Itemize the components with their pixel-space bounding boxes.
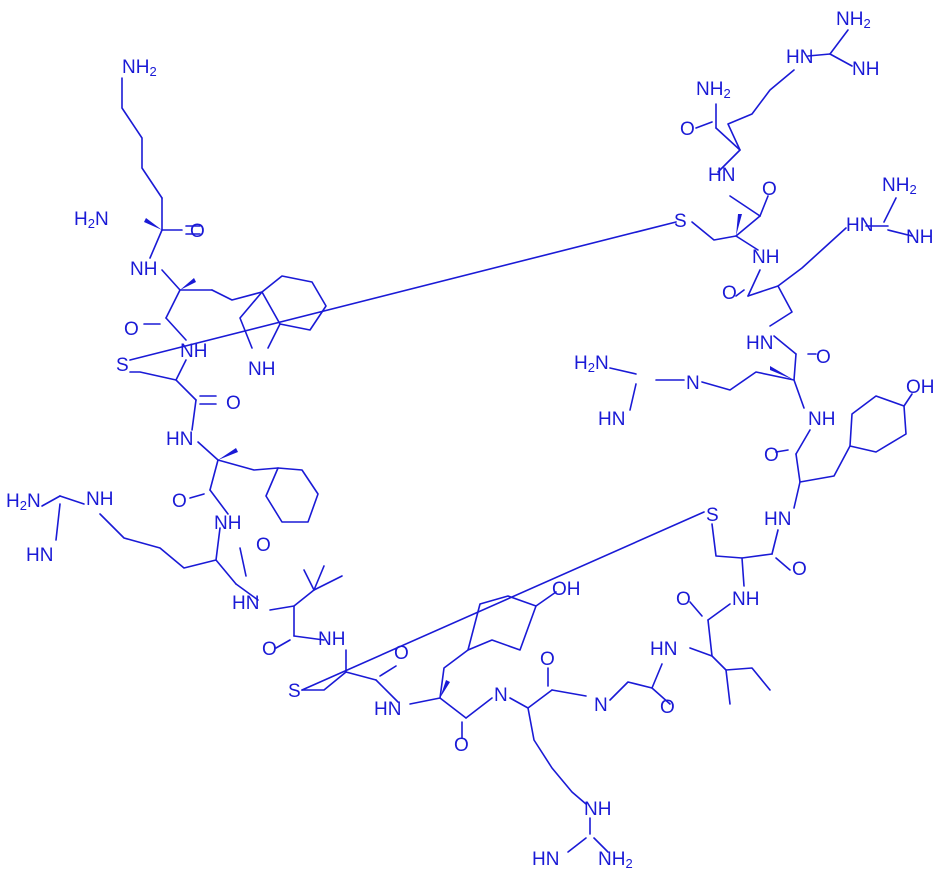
arg5-hn: HN [786,47,813,68]
carbonyl-o2: O [124,319,139,340]
atom-labels: NH2 H2N O NH O NH NH S O HN O NH H2N NH … [6,9,935,871]
carbonyl-o5: O [256,535,271,556]
amide-nh9: N [594,695,608,716]
amide-nh13: NH [808,409,835,430]
sulfur-bottom: S [288,681,301,702]
carbonyl-o11: O [676,589,691,610]
lys-nh2-top: NH2 [122,57,157,79]
amide-nh5: HN [232,593,259,614]
sulfur-mid: S [706,505,719,526]
arg1-hn: HN [26,545,53,566]
carbonyl-o6: O [262,639,277,660]
carbonyl-o3: O [226,393,241,414]
amide-nh8: N [494,685,508,706]
carbonyl-o17: O [680,119,695,140]
amide-nh6: NH [318,629,345,650]
carbonyl-o7: O [394,643,409,664]
lys-nh2-alpha: H2N [74,209,109,231]
amide-nh14: HN [746,333,773,354]
amide-nh-trp: NH [180,341,207,362]
sulfur-right: S [674,211,687,232]
arg3-h2n: H2N [574,353,609,375]
arg3-hn: HN [598,409,625,430]
arg3-nh: N [686,373,700,394]
carbonyl-o13: O [764,445,779,466]
bond-skeleton [41,29,913,853]
carbonyl-o8: O [454,735,469,756]
stereo-wedges [144,214,794,698]
amide-nh2-cterm: NH2 [696,79,731,101]
carbonyl-o1: O [190,221,205,242]
arg5-nh2: NH2 [836,9,871,31]
arg4-nh2: NH2 [882,175,917,197]
carbonyl-o12: O [792,559,807,580]
carbonyl-o16: O [762,179,777,200]
arg4-hn: HN [846,215,873,236]
tyr2-oh: OH [906,377,935,398]
sulfur-left: S [116,355,129,376]
indole-nh: NH [248,359,275,380]
amide-nh11: NH [732,589,759,610]
amide-nh10: HN [650,639,677,660]
carbonyl-o15: O [722,283,737,304]
carbonyl-o9: O [540,649,555,670]
amide-nh15: NH [752,247,779,268]
arg1-h2n: H2N [6,491,41,513]
amide-nh16: HN [708,165,735,186]
arg1-nh: NH [86,489,113,510]
carbonyl-o10: O [660,697,675,718]
carbonyl-o14: O [816,347,831,368]
amide-nh7: HN [374,699,401,720]
arg2-nh2: NH2 [598,849,633,871]
amide-nh4: NH [214,513,241,534]
arg2-hn: HN [532,849,559,870]
amide-nh3: HN [166,429,193,450]
carbonyl-o4: O [172,491,187,512]
amide-nh1: NH [130,259,157,280]
arg5-nh: NH [852,59,879,80]
arg2-nh: NH [584,799,611,820]
tyr1-oh: OH [552,579,581,600]
arg4-nh: NH [906,227,933,248]
amide-nh12: HN [764,509,791,530]
